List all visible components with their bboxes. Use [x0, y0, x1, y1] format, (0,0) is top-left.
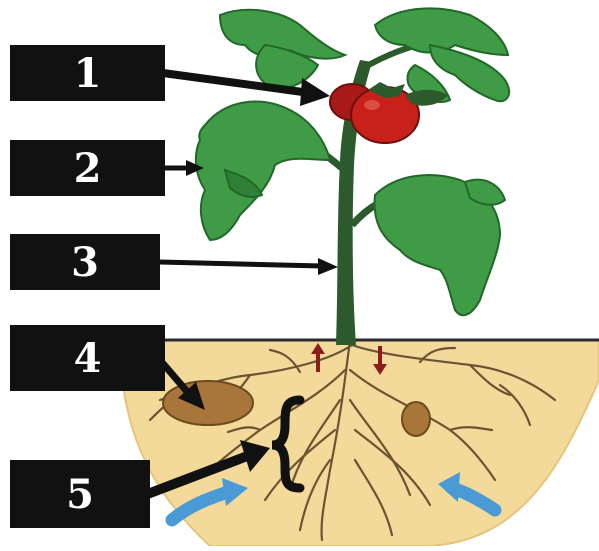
label-3-number: 3 — [71, 239, 99, 286]
arrow-3 — [160, 262, 322, 266]
label-3: 3 — [10, 234, 160, 290]
label-5-number: 5 — [66, 471, 94, 518]
soil-area — [120, 340, 599, 546]
small-seed — [402, 402, 430, 436]
label-1-number: 1 — [74, 50, 102, 97]
label-4-number: 4 — [74, 335, 102, 382]
label-4: 4 — [10, 325, 165, 391]
label-2: 2 — [10, 140, 165, 196]
stone — [163, 381, 253, 425]
label-1: 1 — [10, 45, 165, 101]
label-2-number: 2 — [74, 145, 102, 192]
label-5: 5 — [10, 460, 150, 528]
